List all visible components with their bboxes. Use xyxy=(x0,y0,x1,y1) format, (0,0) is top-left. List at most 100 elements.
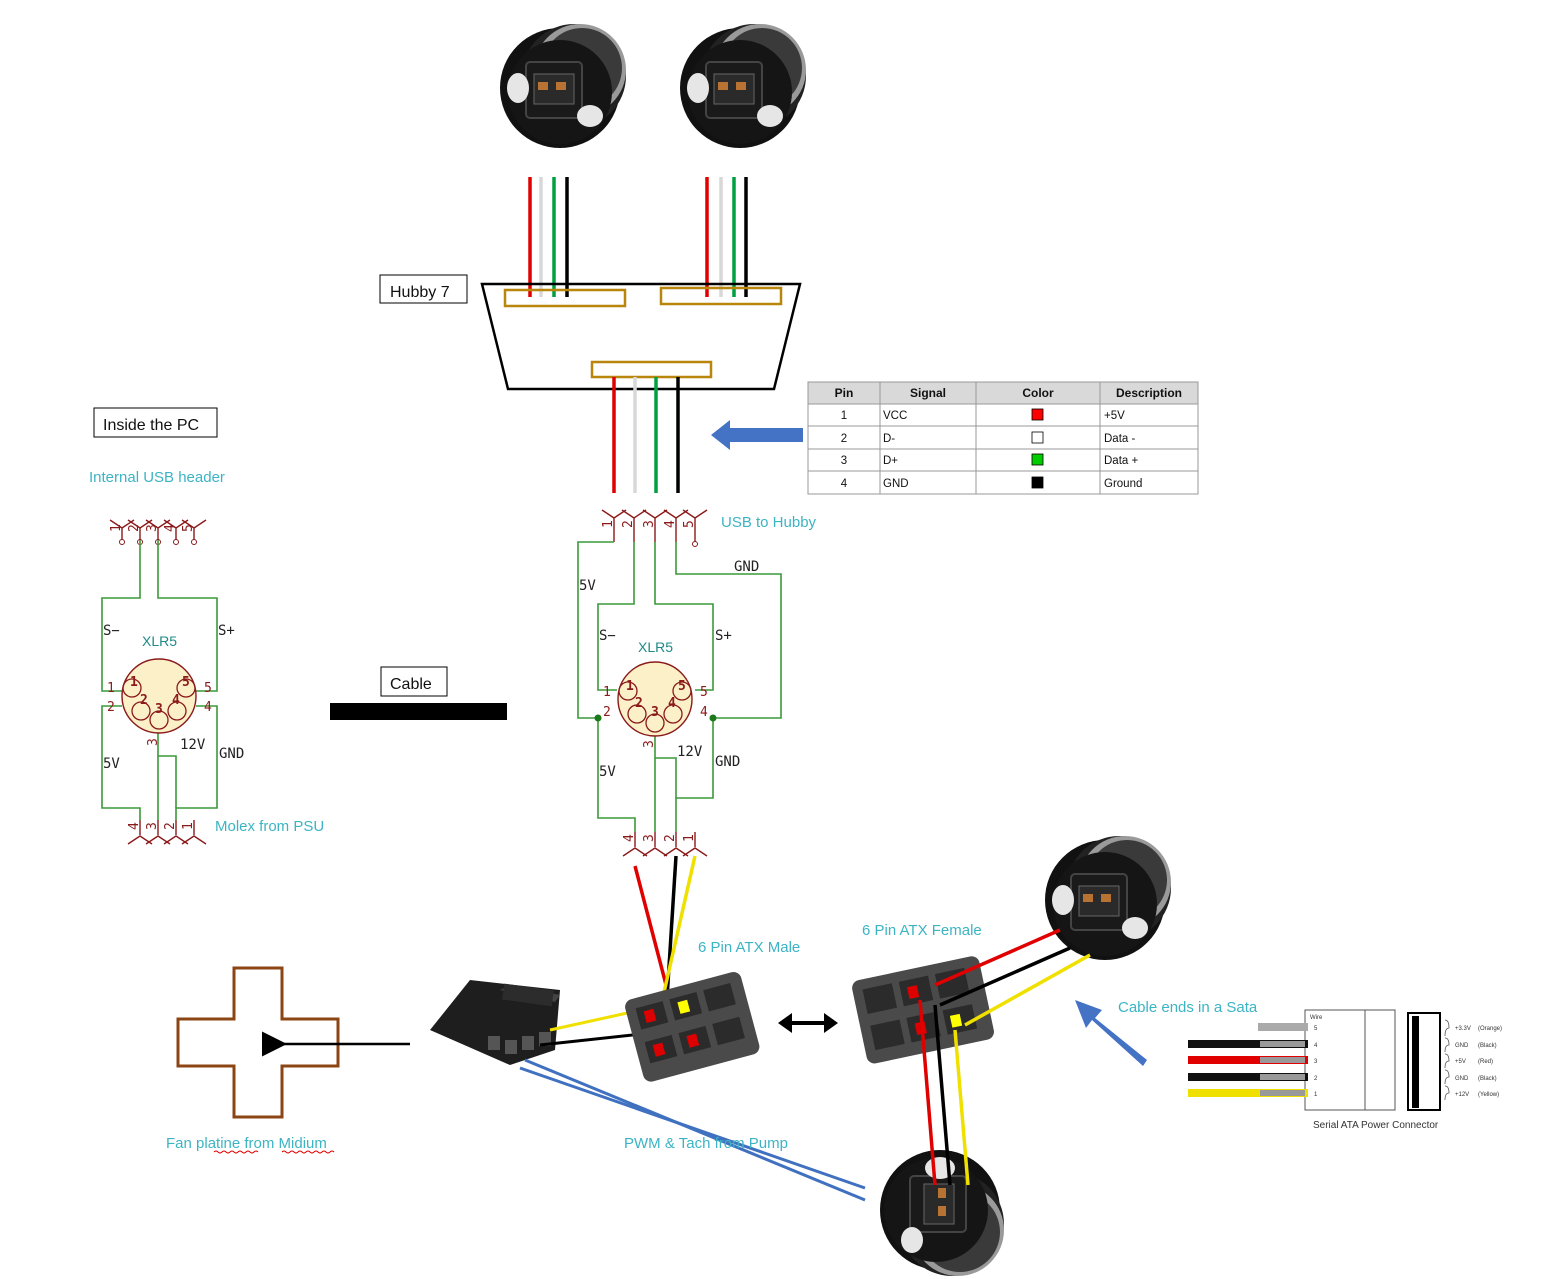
spellcheck-underline xyxy=(281,1150,335,1154)
sata-wire-name: +12V xyxy=(1455,1092,1469,1098)
pin-number: 4 xyxy=(204,700,212,715)
pump-image-bottom xyxy=(879,1149,1005,1277)
table-color-swatch xyxy=(1031,476,1044,489)
pin-number: 1 xyxy=(601,520,616,528)
pin-number: 4 xyxy=(163,524,178,532)
pin-number: 1 xyxy=(682,834,697,842)
inside-pc-box xyxy=(93,407,218,438)
sata-wire-num: 2 xyxy=(1314,1076,1318,1082)
pin-number: 2 xyxy=(663,834,678,842)
table-header-color: Color xyxy=(1022,386,1054,400)
table-cell-pin: 3 xyxy=(841,455,847,467)
hubby-hub xyxy=(480,282,802,391)
gnd-label: GND xyxy=(219,746,244,762)
s-plus-label: S+ xyxy=(218,623,235,639)
gnd-label: GND xyxy=(734,559,759,575)
atx-male-label: 6 Pin ATX Male xyxy=(698,939,800,956)
sata-wire-name: GND xyxy=(1455,1076,1469,1082)
sata-wire-color: (Black) xyxy=(1478,1076,1497,1082)
sata-wire-color: (Black) xyxy=(1478,1043,1497,1049)
pin-number: 2 xyxy=(163,822,178,830)
12v-label: 12V xyxy=(677,744,703,760)
table-header-signal: Signal xyxy=(910,386,946,400)
xlr-pin: 1 xyxy=(130,675,138,690)
pump-image-right xyxy=(1044,835,1172,961)
pin-number: 3 xyxy=(642,834,657,842)
table-color-swatch xyxy=(1031,431,1044,444)
sata-connector: Wire 5 4 3 2 1 +3.3V (Orange) GND (Black… xyxy=(1188,1009,1502,1131)
atx-male-connector xyxy=(625,972,760,1082)
pin-number: 2 xyxy=(107,700,115,715)
xlr-pin: 5 xyxy=(182,675,190,690)
sata-wire-name: +3.3V xyxy=(1455,1026,1471,1032)
table-cell-description: Ground xyxy=(1104,478,1142,490)
xlr-pin: 4 xyxy=(668,696,676,711)
cable-label: Cable xyxy=(390,676,432,693)
pin-number: 4 xyxy=(127,822,142,830)
xlr-pin: 5 xyxy=(678,679,686,694)
xlr-pin: 3 xyxy=(651,705,659,720)
pin-number: 5 xyxy=(700,685,708,700)
sata-wire-header: Wire xyxy=(1310,1015,1323,1021)
center-schematic: 1 2 3 4 5 1 2 3 4 5 XLR5 1 2 3 4 5 5V GN… xyxy=(577,509,782,857)
table-cell-signal: VCC xyxy=(883,410,907,422)
table-header-description: Description xyxy=(1116,386,1182,400)
5v-label: 5V xyxy=(599,764,616,780)
table-cell-description: Data - xyxy=(1104,433,1135,445)
xlr-pin: 4 xyxy=(172,693,180,708)
sata-wire-num: 1 xyxy=(1314,1092,1318,1098)
xlr-pin: 2 xyxy=(635,696,643,711)
sata-wire-num: 5 xyxy=(1314,1026,1318,1032)
sata-wire-num: 4 xyxy=(1314,1043,1318,1049)
fan-platine-label: Fan platine from Midium xyxy=(166,1135,327,1152)
pin-number: 3 xyxy=(146,738,161,746)
atx-female-label: 6 Pin ATX Female xyxy=(862,922,982,939)
spellcheck-underline xyxy=(213,1150,259,1154)
sata-wire-color: (Orange) xyxy=(1478,1026,1502,1032)
5v-label: 5V xyxy=(103,756,120,772)
xlr-pin: 1 xyxy=(626,679,634,694)
pin-number: 5 xyxy=(181,524,196,532)
sata-wire-name: +5V xyxy=(1455,1059,1466,1065)
pin-number: 2 xyxy=(127,524,142,532)
internal-usb-label: Internal USB header xyxy=(89,469,225,486)
sata-title: Serial ATA Power Connector xyxy=(1313,1120,1439,1131)
atx-female-connector xyxy=(852,956,994,1064)
pin-number: 5 xyxy=(682,520,697,528)
table-color-swatch xyxy=(1031,408,1044,421)
left-schematic: 1 2 3 4 5 1 2 3 4 5 XLR5 1 2 3 4 5 S− S+… xyxy=(101,519,244,845)
pump-power-wires xyxy=(918,928,1091,1186)
12v-label: 12V xyxy=(180,737,206,753)
gnd-label: GND xyxy=(715,754,740,770)
5v-label: 5V xyxy=(579,578,596,594)
xlr-label: XLR5 xyxy=(638,639,673,655)
pwm-wire-2 xyxy=(524,1058,866,1202)
pin-number: 1 xyxy=(109,524,124,532)
pin-number: 2 xyxy=(621,520,636,528)
inside-pc-label: Inside the PC xyxy=(103,417,199,434)
sata-note-label: Cable ends in a Sata xyxy=(1118,999,1258,1016)
cable-label-box xyxy=(380,666,448,697)
pump-wires-left xyxy=(528,177,569,297)
table-cell-pin: 1 xyxy=(841,410,847,422)
sata-wire-color: (Yellow) xyxy=(1478,1092,1499,1098)
usb-pin-table: Pin Signal Color Description 1 VCC +5V 2… xyxy=(807,381,1199,495)
s-minus-label: S− xyxy=(599,628,616,644)
s-plus-label: S+ xyxy=(715,628,732,644)
pin-number: 1 xyxy=(107,681,115,696)
table-color-swatch xyxy=(1031,453,1044,466)
pin-number: 1 xyxy=(603,685,611,700)
pin-number: 3 xyxy=(145,524,160,532)
table-cell-signal: D- xyxy=(883,433,895,445)
table-cell-signal: GND xyxy=(883,478,909,490)
hubby-label: Hubby 7 xyxy=(390,284,450,301)
pump-wires-right xyxy=(705,177,748,297)
sata-wire-name: GND xyxy=(1455,1043,1469,1049)
table-cell-signal: D+ xyxy=(883,455,898,467)
table-cell-pin: 2 xyxy=(841,433,847,445)
pin-number: 4 xyxy=(700,705,708,720)
pin-number: 1 xyxy=(181,822,196,830)
pin-number: 3 xyxy=(145,822,160,830)
fan-platine-shape xyxy=(176,966,340,1119)
pin-number: 4 xyxy=(663,520,678,528)
